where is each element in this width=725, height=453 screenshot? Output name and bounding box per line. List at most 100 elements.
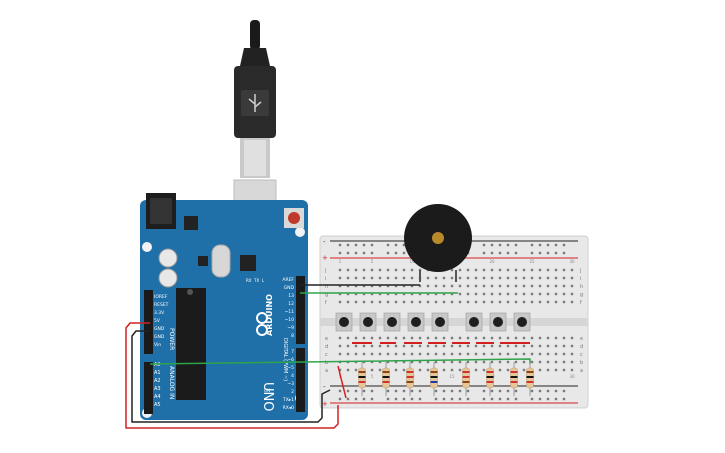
resistor[interactable] [462,362,470,396]
piezo-buzzer[interactable] [404,204,472,282]
hole [490,251,494,255]
led-label-rx: RX [246,278,252,283]
digital-pin-labels-bottom: 7 ~6 ~5 4 ~3 2 TX▸1 RX◂0 [282,349,294,411]
hole [570,292,574,296]
push-button[interactable] [489,312,507,332]
hole [498,360,502,364]
hole [554,276,558,280]
push-button[interactable] [431,312,449,332]
hole [410,336,414,340]
resistor[interactable] [430,362,438,396]
resistors [358,362,534,396]
resistor[interactable] [382,362,390,396]
hole [394,352,398,356]
hole [418,360,422,364]
push-button[interactable] [407,312,425,332]
hole [338,276,342,280]
hole [346,397,350,401]
hole [434,300,438,304]
hole [506,251,510,255]
reset-button[interactable] [288,212,300,224]
hole [378,268,382,272]
hole [522,360,526,364]
hole [394,300,398,304]
arduino-logo-icon [256,312,268,336]
hole [546,352,550,356]
arduino-uno-board[interactable]: ARDUINO UNO POWER ANALOG IN DIGITAL (PWM… [140,193,308,420]
hole [354,292,358,296]
hole [458,268,462,272]
hole [570,368,574,372]
hole [538,344,542,348]
hole [370,292,374,296]
hole [506,243,510,247]
hole [498,336,502,340]
hole [338,300,342,304]
hole [546,300,550,304]
hole [426,336,430,340]
hole [474,360,478,364]
hole [546,397,550,401]
hole [450,389,454,393]
hole [514,251,518,255]
hole [474,336,478,340]
hole [346,389,350,393]
hole [482,284,486,288]
row-letter: c [325,352,328,358]
hole [410,360,414,364]
hole [498,368,502,372]
led-label-tx: TX [253,278,259,283]
resistor[interactable] [358,362,366,396]
pin-label: A1 [154,370,161,376]
hole [490,243,494,247]
hole [386,292,390,296]
hole [442,284,446,288]
hole [450,276,454,280]
hole [346,368,350,372]
hole [490,344,494,348]
push-button[interactable] [513,312,531,332]
push-button[interactable] [335,312,353,332]
hole [530,389,534,393]
hole [402,360,406,364]
hole [450,292,454,296]
hole [538,360,542,364]
hole [514,276,518,280]
resistor[interactable] [486,362,494,396]
hole [538,268,542,272]
hole [450,268,454,272]
hole [410,292,414,296]
hole [506,344,510,348]
hole [506,360,510,364]
hole [498,268,502,272]
pin-label: ~5 [287,365,294,371]
hole [466,284,470,288]
pin-label: 7 [291,349,294,355]
hole [466,344,470,348]
hole [362,344,366,348]
hole [442,389,446,393]
hole [562,251,566,255]
usb-cable[interactable] [233,20,277,225]
resistor[interactable] [406,362,414,396]
resistor[interactable] [510,362,518,396]
push-button[interactable] [465,312,483,332]
wire-red-jumper [337,365,347,399]
pin-label: ~9 [287,325,294,331]
resistor[interactable] [526,362,534,396]
hole [378,344,382,348]
hole [562,352,566,356]
row-letter: a [580,368,583,374]
hole [554,397,558,401]
push-button[interactable] [359,312,377,332]
hole [370,243,374,247]
hole [450,300,454,304]
hole [522,284,526,288]
hole [450,336,454,340]
push-button[interactable] [383,312,401,332]
hole [506,284,510,288]
hole [386,276,390,280]
hole [362,336,366,340]
hole [362,300,366,304]
